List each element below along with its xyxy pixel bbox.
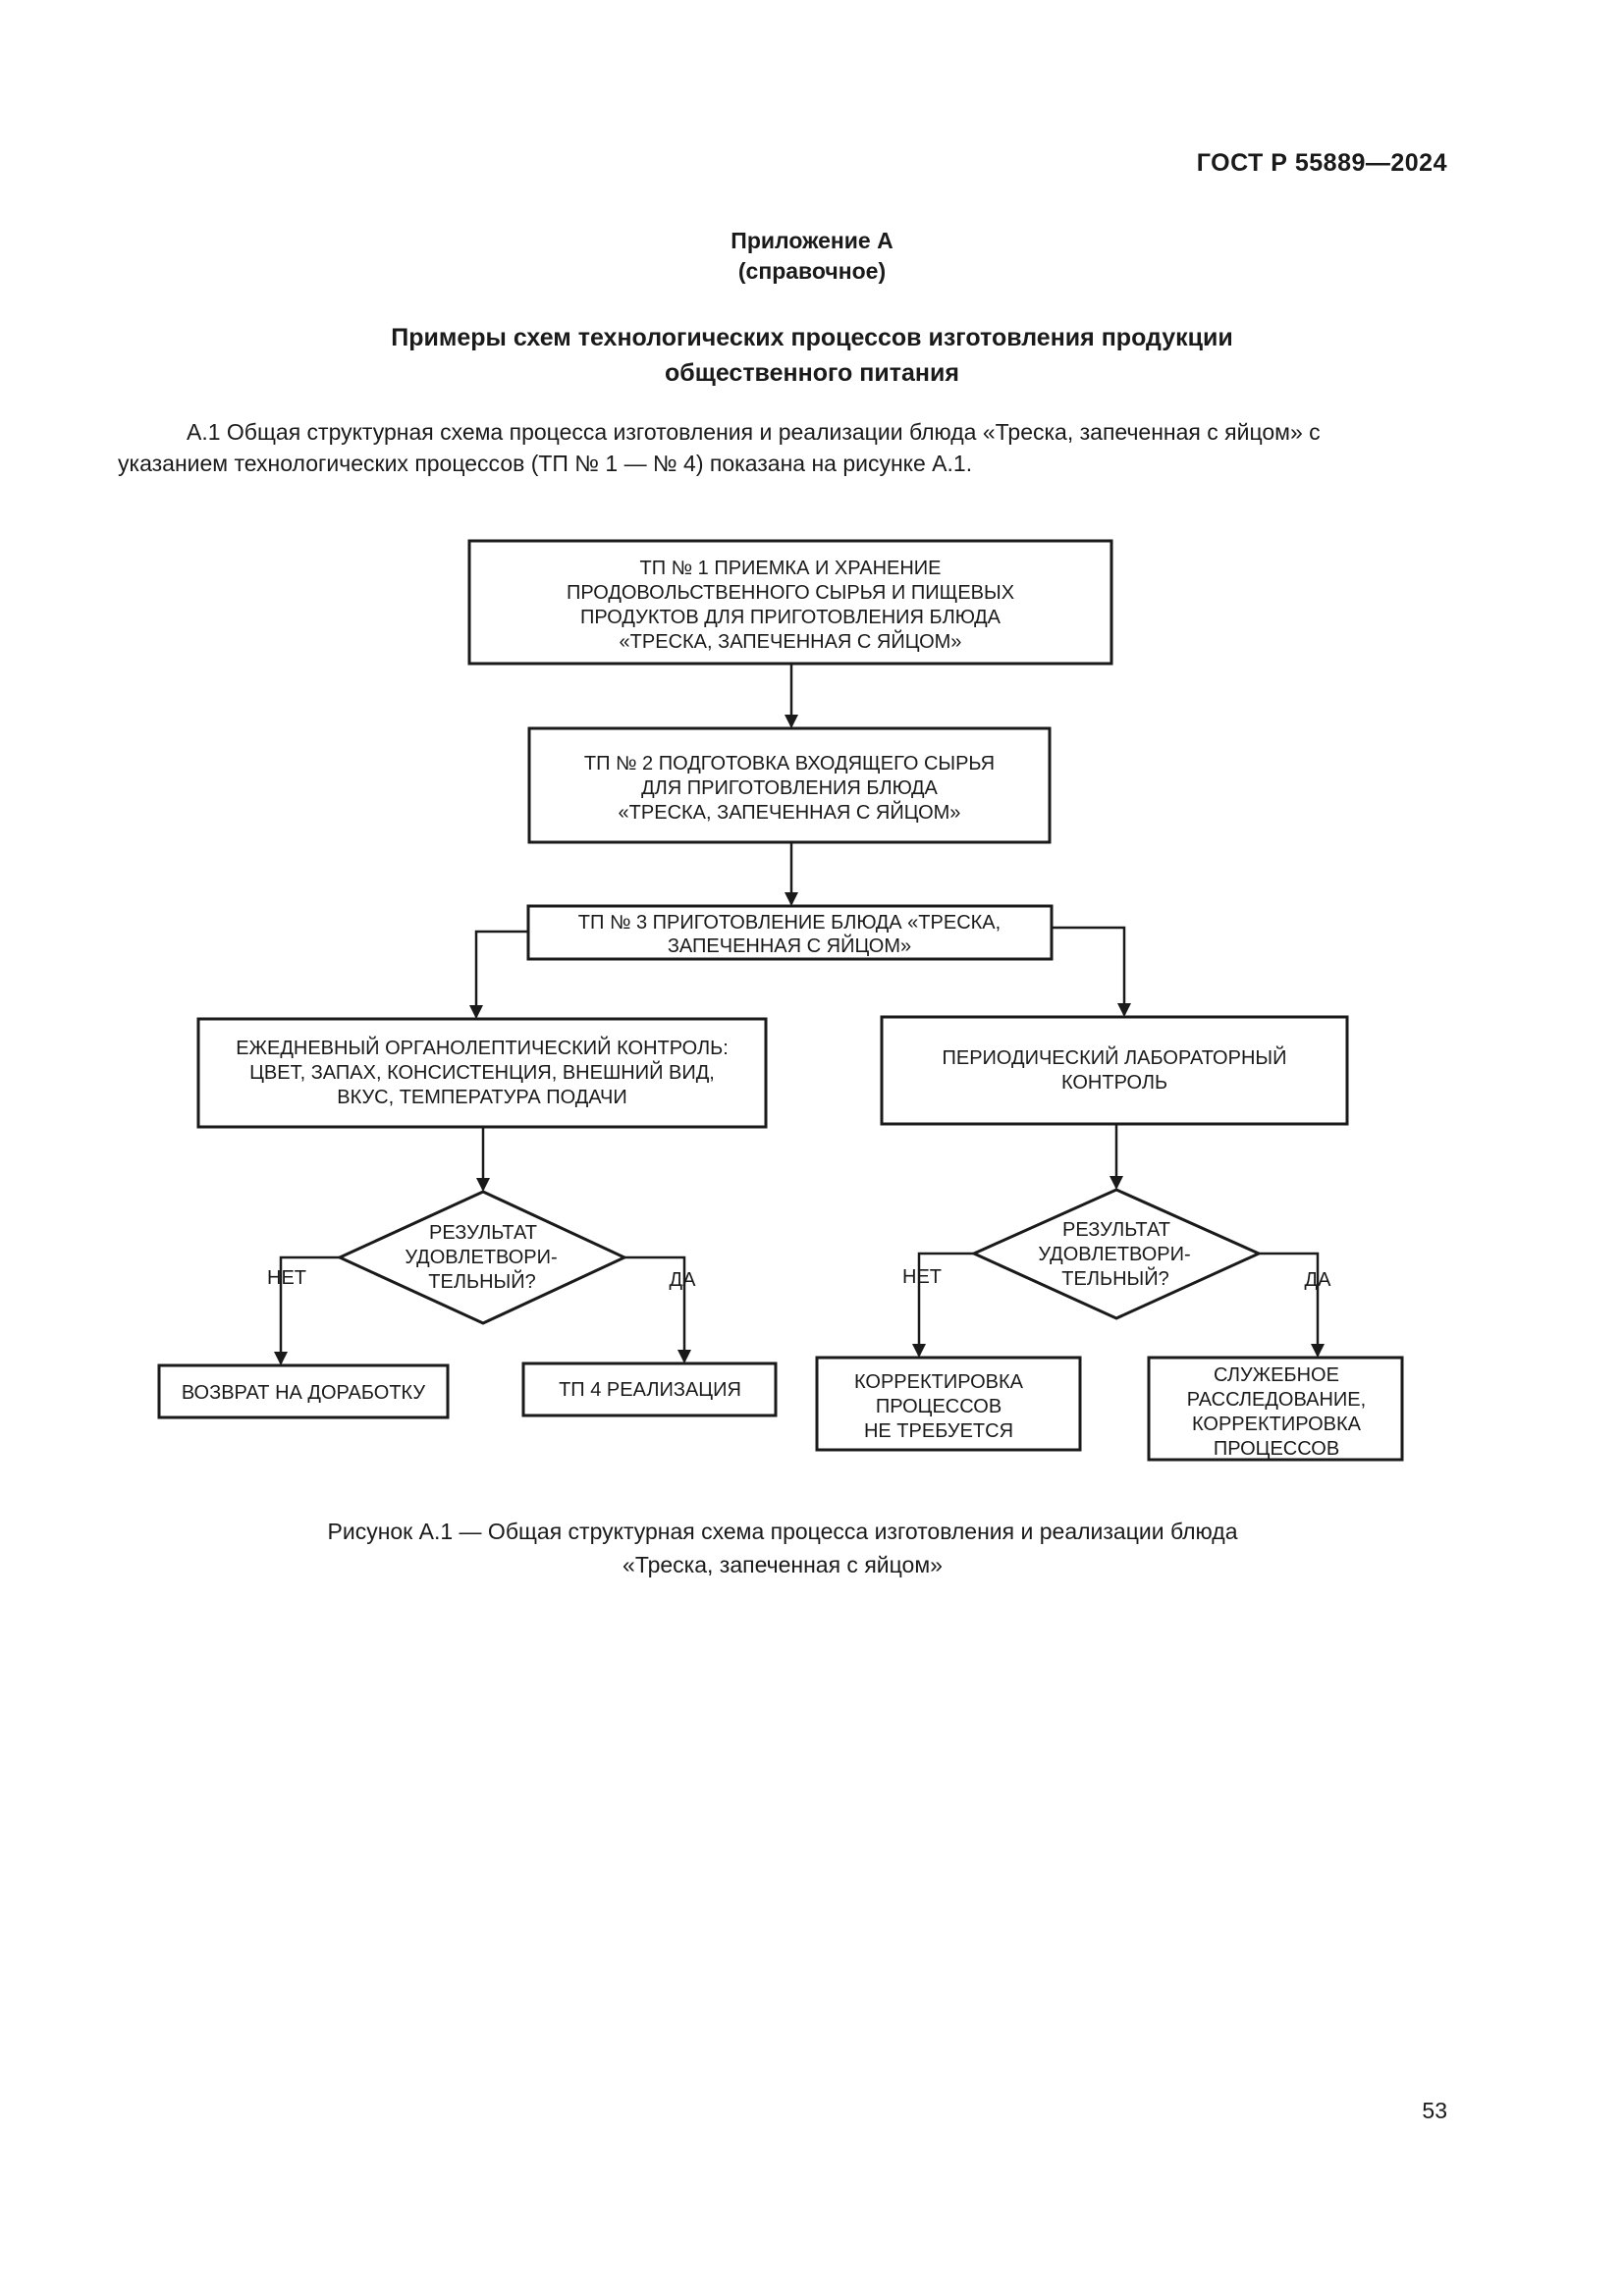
section-title: Примеры схем технологических процессов и… — [0, 320, 1624, 391]
tp4-label: ТП 4 РЕАЛИЗАЦИЯ — [559, 1379, 741, 1401]
annex-heading: Приложение А (справочное) — [0, 226, 1624, 287]
tp2-box — [527, 726, 1052, 844]
organoleptic-line-1: ЕЖЕДНЕВНЫЙ ОРГАНОЛЕПТИЧЕСКИЙ КОНТРОЛЬ: — [236, 1036, 729, 1059]
annex-title: Приложение А — [731, 228, 893, 253]
laboratory-box — [880, 1015, 1349, 1126]
tp2-line-2: ДЛЯ ПРИГОТОВЛЕНИЯ БЛЮДА — [641, 777, 938, 799]
figure-caption: Рисунок А.1 — Общая структурная схема пр… — [0, 1515, 1565, 1581]
decision-left-line-1: РЕЗУЛЬТАТ — [429, 1222, 537, 1244]
arrow-left-no — [274, 1255, 340, 1365]
tp1-line-2: ПРОДОВОЛЬСТВЕННОГО СЫРЬЯ И ПИЩЕВЫХ — [567, 582, 1014, 604]
decision-left-diamond — [336, 1190, 628, 1325]
investigation-line-3: КОРРЕКТИРОВКА — [1192, 1414, 1362, 1435]
organoleptic-line-2: ЦВЕТ, ЗАПАХ, КОНСИСТЕНЦИЯ, ВНЕШНИЙ ВИД, — [249, 1060, 715, 1084]
yes-label-right: ДА — [1305, 1269, 1332, 1291]
tp2-line-1: ТП № 2 ПОДГОТОВКА ВХОДЯЩЕГО СЫРЬЯ — [584, 753, 995, 774]
caption-line-1: Рисунок А.1 — Общая структурная схема пр… — [327, 1519, 1238, 1544]
arrow-right-yes — [1259, 1252, 1325, 1358]
arrow-right-no — [912, 1252, 974, 1358]
tp1-line-3: ПРОДУКТОВ ДЛЯ ПРИГОТОВЛЕНИЯ БЛЮДА — [580, 607, 1001, 628]
annex-kind: (справочное) — [737, 258, 887, 284]
tp1-line-1: ТП № 1 ПРИЕМКА И ХРАНЕНИЕ — [639, 558, 941, 579]
decision-left-line-2: УДОВЛЕТВОРИ- — [405, 1247, 557, 1268]
page-number: 53 — [1422, 2098, 1447, 2123]
decision-right-diamond — [970, 1188, 1263, 1320]
correction-box — [815, 1356, 1082, 1452]
yes-label-left: ДА — [670, 1269, 697, 1291]
paragraph-line-1: А.1 Общая структурная схема процесса изг… — [187, 419, 1321, 445]
correction-line-2: ПРОЦЕССОВ — [876, 1396, 1001, 1417]
investigation-box — [1147, 1356, 1404, 1462]
correction-line-1: КОРРЕКТИРОВКА — [854, 1371, 1024, 1393]
intro-paragraph: А.1 Общая структурная схема процесса изг… — [118, 416, 1443, 479]
no-label-left: НЕТ — [267, 1267, 306, 1289]
arrow-left-yes — [624, 1255, 691, 1363]
investigation-line-1: СЛУЖЕБНОЕ — [1214, 1364, 1339, 1386]
tp3-line-1: ТП № 3 ПРИГОТОВЛЕНИЕ БЛЮДА «ТРЕСКА, — [578, 912, 1001, 934]
investigation-line-2: РАССЛЕДОВАНИЕ, — [1187, 1389, 1366, 1411]
decision-right-line-1: РЕЗУЛЬТАТ — [1062, 1219, 1170, 1241]
arrow-tp3-laboratory — [1052, 926, 1131, 1017]
tp2-line-3: «ТРЕСКА, ЗАПЕЧЕННАЯ С ЯЙЦОМ» — [619, 800, 961, 824]
return-label: ВОЗВРАТ НА ДОРАБОТКУ — [182, 1382, 426, 1404]
tp3-line-2: ЗАПЕЧЕННАЯ С ЯЙЦОМ» — [668, 934, 911, 957]
decision-left-line-3: ТЕЛЬНЫЙ? — [428, 1269, 535, 1293]
section-title-line-1: Примеры схем технологических процессов и… — [391, 324, 1233, 351]
section-title-line-2: общественного питания — [665, 359, 959, 387]
tp1-line-4: «ТРЕСКА, ЗАПЕЧЕННАЯ С ЯЙЦОМ» — [620, 629, 962, 653]
organoleptic-line-3: ВКУС, ТЕМПЕРАТУРА ПОДАЧИ — [337, 1087, 627, 1108]
no-label-right: НЕТ — [902, 1266, 942, 1288]
laboratory-line-2: КОНТРОЛЬ — [1061, 1072, 1167, 1094]
caption-line-2: «Треска, запеченная с яйцом» — [623, 1552, 943, 1577]
standard-designation: ГОСТ Р 55889—2024 — [1196, 149, 1447, 177]
paragraph-line-2: указанием технологических процессов (ТП … — [118, 451, 973, 476]
laboratory-line-1: ПЕРИОДИЧЕСКИЙ ЛАБОРАТОРНЫЙ — [943, 1045, 1287, 1069]
correction-line-3: НЕ ТРЕБУЕТСЯ — [864, 1420, 1013, 1442]
tp4-box — [521, 1362, 778, 1417]
return-box — [157, 1363, 450, 1419]
arrow-tp3-organoleptic — [469, 930, 528, 1019]
decision-right-line-3: ТЕЛЬНЫЙ? — [1061, 1266, 1168, 1290]
investigation-line-4: ПРОЦЕССОВ — [1214, 1438, 1339, 1460]
decision-right-line-2: УДОВЛЕТВОРИ- — [1038, 1244, 1190, 1265]
